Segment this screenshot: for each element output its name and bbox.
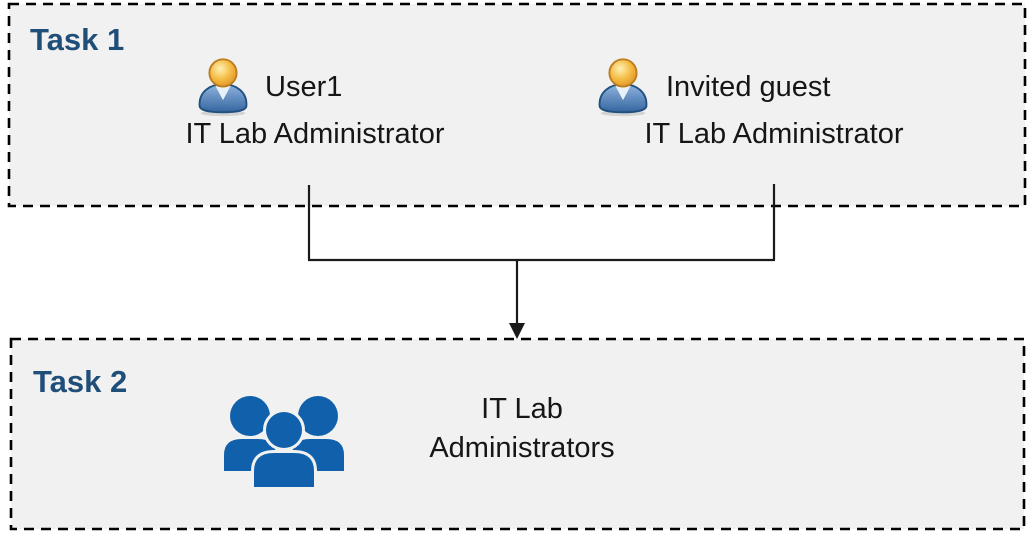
user-icon: [598, 58, 648, 117]
task2-box: [9, 337, 1026, 531]
user-head: [608, 58, 638, 88]
member1-role: IT Lab Administrator: [185, 118, 445, 150]
member2-name: Invited guest: [666, 71, 831, 103]
user-collar: [615, 86, 631, 101]
front-person: [254, 412, 314, 487]
user-icon: [198, 58, 248, 117]
task1-label: Task 1: [30, 22, 125, 57]
task1-box: [7, 2, 1027, 208]
user-collar: [215, 86, 231, 101]
member2-role: IT Lab Administrator: [644, 118, 904, 150]
member1-name: User1: [265, 71, 343, 103]
merge-connector: [307, 184, 776, 339]
people-group-icon: [224, 396, 344, 487]
user-head: [208, 58, 238, 88]
task2-label: Task 2: [33, 364, 128, 399]
arrowhead-icon: [509, 323, 525, 339]
task2-group-name: IT Lab Administrators: [429, 393, 615, 464]
